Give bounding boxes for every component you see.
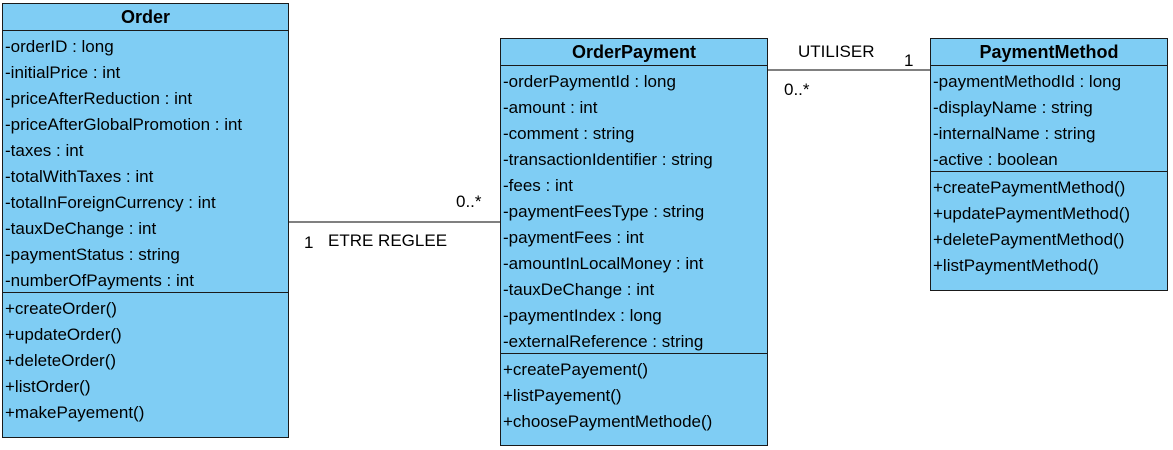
- class-name: OrderPayment: [501, 39, 767, 66]
- attribute: -numberOfPayments : int: [5, 271, 194, 290]
- class-name: PaymentMethod: [931, 39, 1167, 66]
- attribute: -amount : int: [503, 98, 598, 117]
- methods-compartment: +createPayement() +listPayement() +chooseP…: [501, 354, 767, 435]
- method: +listOrder(): [5, 377, 91, 396]
- association-label-etre-reglee: ETRE REGLEE: [328, 231, 448, 250]
- class-orderpayment[interactable]: OrderPayment -orderPaymentId : long -amou…: [500, 38, 768, 446]
- attribute: -paymentIndex : long: [503, 306, 662, 325]
- attribute: -transactionIdentifier : string: [503, 150, 713, 169]
- attributes-compartment: -paymentMethodId : long -displayName : st…: [931, 66, 1167, 172]
- method: +deletePaymentMethod(): [933, 230, 1125, 249]
- method: +createPayement(): [503, 360, 649, 379]
- attribute: -tauxDeChange : int: [5, 219, 157, 238]
- multiplicity-order: 1: [304, 233, 314, 252]
- multiplicity-paymentmethod: 1: [904, 51, 914, 70]
- attribute: -priceAfterReduction : int: [5, 89, 193, 108]
- method: +createPaymentMethod(): [933, 178, 1126, 197]
- method: +makePayement(): [5, 403, 145, 422]
- class-name: Order: [3, 4, 288, 31]
- attribute: -paymentFeesType : string: [503, 202, 705, 221]
- attribute: -taxes : int: [5, 141, 84, 160]
- attribute: -amountInLocalMoney : int: [503, 254, 704, 273]
- attribute: -paymentStatus : string: [5, 245, 180, 264]
- method: +updatePaymentMethod(): [933, 204, 1131, 223]
- attribute: -externalReference : string: [503, 332, 704, 351]
- method: +deleteOrder(): [5, 351, 117, 370]
- method: +listPayement(): [503, 386, 622, 405]
- attribute: -displayName : string: [933, 98, 1093, 117]
- method: +createOrder(): [5, 299, 117, 318]
- attribute: -orderPaymentId : long: [503, 72, 676, 91]
- attribute: -totalInForeignCurrency : int: [5, 193, 216, 212]
- attribute: -initialPrice : int: [5, 63, 121, 82]
- attribute: -internalName : string: [933, 124, 1096, 143]
- class-order[interactable]: Order -orderID : long -initialPrice : int…: [2, 3, 289, 438]
- attribute: -totalWithTaxes : int: [5, 167, 154, 186]
- multiplicity-orderpayment-utiliser: 0..*: [784, 80, 810, 99]
- methods-compartment: +createOrder() +updateOrder() +deleteOrder…: [3, 293, 288, 426]
- attribute: -paymentFees : int: [503, 228, 644, 247]
- methods-compartment: +createPaymentMethod() +updatePaymentMeth…: [931, 172, 1167, 279]
- attribute: -comment : string: [503, 124, 635, 143]
- attributes-compartment: -orderPaymentId : long -amount : int -comm…: [501, 66, 767, 354]
- attribute: -active : boolean: [933, 150, 1058, 169]
- method: +updateOrder(): [5, 325, 122, 344]
- method: +listPaymentMethod(): [933, 256, 1099, 275]
- attribute: -orderID : long: [5, 37, 114, 56]
- method: +choosePaymentMethode(): [503, 412, 713, 431]
- attribute: -priceAfterGlobalPromotion : int: [5, 115, 243, 134]
- attributes-compartment: -orderID : long -initialPrice : int -price…: [3, 31, 288, 293]
- attribute: -paymentMethodId : long: [933, 72, 1122, 91]
- class-paymentmethod[interactable]: PaymentMethod -paymentMethodId : long -di…: [930, 38, 1168, 291]
- association-label-utiliser: UTILISER: [798, 42, 875, 61]
- attribute: -tauxDeChange : int: [503, 280, 655, 299]
- multiplicity-orderpayment-etre-reglee: 0..*: [456, 192, 482, 211]
- attribute: -fees : int: [503, 176, 573, 195]
